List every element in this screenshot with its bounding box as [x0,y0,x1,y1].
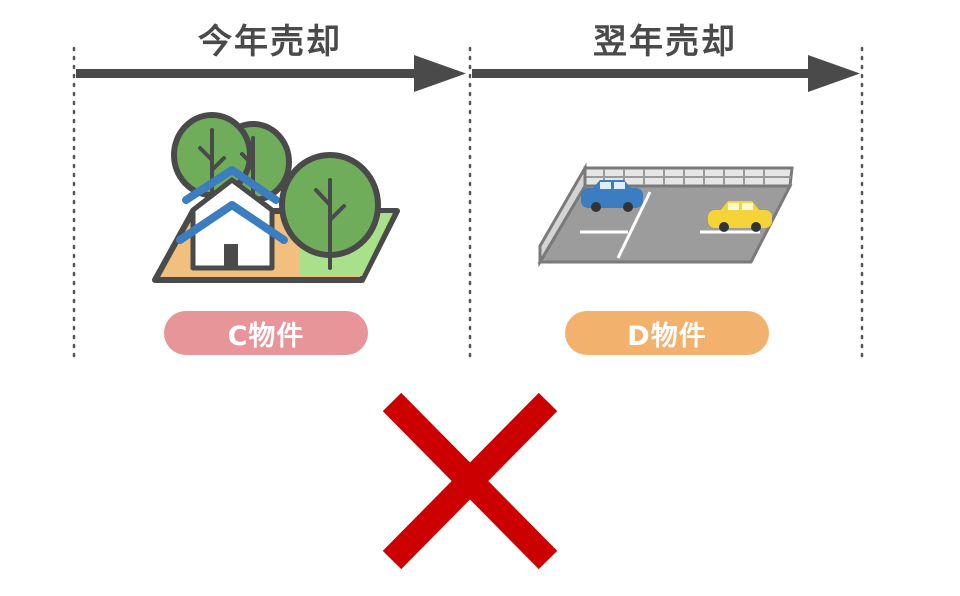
cross-mark-icon [382,392,558,570]
heading-this-year-sale: 今年売却 [198,22,342,62]
yellow-car-icon [708,201,772,232]
arrow-next-year [472,55,860,92]
house-with-trees-icon [152,112,400,283]
property-d-label: D物件 [565,311,769,355]
property-c-label: C物件 [164,311,368,355]
blue-car-icon [581,180,643,212]
heading-next-year-sale: 翌年売却 [593,22,737,62]
parking-lot-icon [537,162,794,268]
arrow-this-year [76,55,466,92]
dotted-guides [72,46,864,364]
